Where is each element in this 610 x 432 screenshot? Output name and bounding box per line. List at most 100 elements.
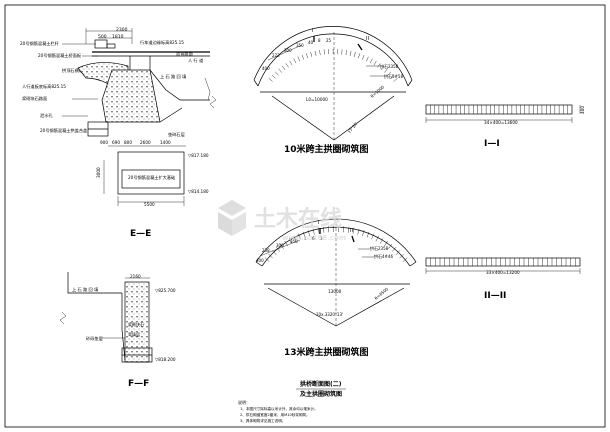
ee-label-rubble: 浆砌块石路面 xyxy=(22,95,47,102)
section-ff: 2160 ▽825.700 上 石 路 回 填 浆砌块石 背填层 砂砾垫层 ▽8… xyxy=(59,272,176,389)
arch10-dim-4: 400 xyxy=(262,66,270,71)
ee-footing xyxy=(117,151,185,195)
arch10-dim-3: 350 xyxy=(296,43,304,48)
ee-label-top-elev: 行车道边缘标高825.15 xyxy=(140,39,184,46)
arch10-voussoirs xyxy=(268,49,398,82)
ee-label-cap: 20号钢筋混凝土拱盖合盖 xyxy=(40,127,87,134)
ee-elev-a: ▽817.180 xyxy=(188,153,209,158)
ee-section-title: E—E xyxy=(130,229,151,239)
section-i-dim: 34×400=13600 xyxy=(484,120,518,125)
arch13-mark-ii: II xyxy=(350,228,353,234)
ee-dim-b: 690 xyxy=(112,140,120,145)
ee-label-pavement: 沥青路面 xyxy=(176,50,193,57)
watermark-logo-icon xyxy=(218,200,246,236)
ee-label-walk-elev: 人行道板底标高825.15 xyxy=(22,83,66,90)
arch10-radius: R=5000 xyxy=(369,84,385,99)
drawing-subtitle: 及主拱圈砌筑图 xyxy=(300,390,342,398)
arch13-span: 13000 xyxy=(328,289,342,294)
ee-label-deck: 20号钢筋混凝土桥面板 xyxy=(38,52,82,59)
section-i-height: 400 xyxy=(580,106,585,114)
ee-dim-h: 3000 xyxy=(96,167,101,178)
watermark-url: www.co188.com xyxy=(282,234,346,242)
arch13-dim-6: 6 xyxy=(312,236,315,241)
arch13-voussoirs xyxy=(264,225,408,262)
notes-heading: 说明： xyxy=(238,399,250,405)
section-i: 34×400=13600 400 I—I xyxy=(425,104,585,149)
note-1: 1、本图尺寸除标高以米计外，其余均以毫米计。 xyxy=(240,406,318,411)
ee-label-sidewalk: 人 行 道 xyxy=(188,57,204,64)
note-2: 2、拱石砌缝宽度2厘米，用M10砂浆砌筑。 xyxy=(240,412,310,417)
ee-dim-2: 500 xyxy=(98,34,107,40)
note-3: 3、具体砌筑详见施工说明。 xyxy=(240,418,285,423)
ff-label-wall: 浆砌块石 xyxy=(128,321,144,327)
ee-dim-top: 2300 xyxy=(116,27,128,33)
ee-label-fill: 上 石 路 回 填 xyxy=(160,73,186,80)
ff-dim-top: 2160 xyxy=(130,274,141,279)
section-ii-title: II—II xyxy=(484,291,506,301)
arch10-label-b: 拱石5#58 xyxy=(384,73,403,79)
arch13-dim-3: 350 xyxy=(290,239,298,244)
section-ii-dim: 33×400=13200 xyxy=(486,270,520,275)
arch13-dim-2: 300 xyxy=(276,243,284,248)
arch13-label-a: 拱石2358 xyxy=(370,245,389,251)
arch13-label-b: 拱石4#46 xyxy=(374,253,393,259)
arch10-dim-2: 300 xyxy=(284,48,292,53)
ff-section-title: F—F xyxy=(128,379,149,389)
arch13-radius: R=6500 xyxy=(373,286,389,301)
arch10-span: L0=10000 xyxy=(306,97,328,102)
watermark: 土木在线 www.co188.com xyxy=(218,200,346,242)
ee-label-cushion: 垫碎石层 xyxy=(168,131,185,138)
arch13-intrados xyxy=(261,226,411,267)
ee-dim-1: 1810 xyxy=(112,34,124,40)
section-i-title: I—I xyxy=(484,139,500,149)
arch13-extrados xyxy=(255,218,417,263)
ff-label-base: 砂砾垫层 xyxy=(86,335,103,342)
arch10-intrados xyxy=(257,33,409,87)
title-block: 拱桥断面图(二) 及主拱圈砌筑图 说明： 1、本图尺寸除标高以米计外，其余均以毫… xyxy=(238,380,346,423)
arch10-mark-ii-top: II xyxy=(366,36,369,42)
arch13-mark-i: I xyxy=(318,220,319,226)
arch10-mark-i-top: I xyxy=(312,28,313,34)
section-ii-joints xyxy=(430,258,576,266)
arch13-title: 13米跨主拱圈砌筑图 xyxy=(284,346,369,358)
ee-dim-c: 800 xyxy=(124,140,132,145)
ee-dim-f: 5500 xyxy=(144,202,155,207)
section-ii: 33×400=13200 II—II xyxy=(425,257,581,301)
ee-abutment xyxy=(101,69,161,123)
ee-dim-a: 900 xyxy=(100,140,108,145)
ee-label-arch: 拱顶石横缝 xyxy=(62,67,84,74)
arch10-title: 10米跨主拱圈砌筑图 xyxy=(284,143,369,155)
ee-dim-d: 2600 xyxy=(140,140,151,145)
ff-elev-top: ▽825.700 xyxy=(155,288,176,293)
section-ee: 2300 1810 500 20号钢筋混凝土栏杆 20号钢筋混凝土桥面板 拱顶石… xyxy=(20,27,217,239)
ee-elev-b: ▽814.180 xyxy=(188,189,209,194)
section-ii-strip xyxy=(425,257,581,267)
arch13-dim-5: 1 xyxy=(304,236,307,241)
sheet-border xyxy=(4,4,606,428)
arch10-dim-1: 273 xyxy=(272,53,280,58)
arch10-extrados xyxy=(253,26,413,81)
arch10-dim-6: 8 xyxy=(318,38,321,43)
arch13-dim-1: 238 xyxy=(262,248,270,253)
arch13-angle: 10x.3320°13' xyxy=(316,312,343,317)
ee-label-rail: 20号钢筋混凝土栏杆 xyxy=(20,40,60,47)
ee-label-found: 20号钢筋混凝土扩大基础 xyxy=(128,174,175,181)
ff-elev-base: ▽818.200 xyxy=(155,357,176,362)
section-i-joints xyxy=(430,105,568,114)
ee-label-drain: 泄水孔 xyxy=(40,112,53,119)
arch13-dim-4: 400 xyxy=(256,258,264,263)
ff-label-fill: 上 石 路 回 填 xyxy=(72,286,98,293)
arch10-dim-5: 40 xyxy=(308,40,314,45)
ee-railing xyxy=(94,39,108,49)
arch10-label-a: 拱石2358 xyxy=(380,63,399,69)
arch13-dim-7: 3 xyxy=(320,236,323,241)
ff-wall xyxy=(124,281,150,363)
ff-label-back: 背填层 xyxy=(128,331,140,337)
arch-10m: L0=10000 77°26' R=5000 273 300 350 400 4… xyxy=(253,26,413,155)
drawing-title: 拱桥断面图(二) xyxy=(300,380,342,388)
arch-13m: 13000 10x.3320°13' R=6500 238 300 350 40… xyxy=(255,218,417,358)
arch10-angle: 77°26' xyxy=(347,121,359,135)
watermark-text: 土木在线 xyxy=(254,206,342,232)
arch10-dim-7: 25 xyxy=(326,38,332,43)
